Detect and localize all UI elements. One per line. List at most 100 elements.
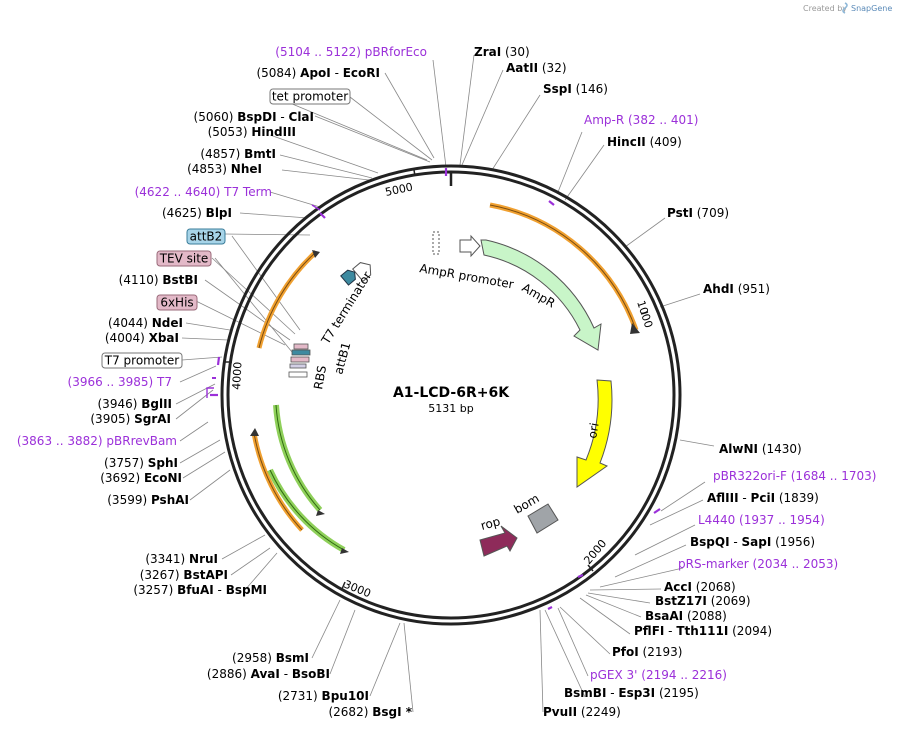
site-label-part: (5084) bbox=[256, 66, 300, 80]
site-label-part: BspDI bbox=[237, 110, 276, 124]
site-label-part: - bbox=[730, 535, 742, 549]
site-label-part: (1956) bbox=[771, 535, 815, 549]
site-label-part: pBRforEco bbox=[361, 45, 427, 59]
site-label-part: SspI bbox=[543, 82, 572, 96]
site-label-ndei: (4044) NdeI bbox=[108, 316, 183, 330]
site-label-part: (4110) bbox=[119, 273, 163, 287]
site-label-part: (4622 .. 4640) bbox=[135, 185, 221, 199]
site-label-part: PciI bbox=[751, 491, 776, 505]
site-label-pshai: (3599) PshAI bbox=[107, 493, 189, 507]
site-label-part: AlwNI bbox=[719, 442, 758, 456]
site-label-part: (2069) bbox=[707, 594, 751, 608]
site-label-econi: (3692) EcoNI bbox=[100, 471, 182, 485]
site-label-part: AccI bbox=[664, 580, 692, 594]
site-label-bglii: (3946) BglII bbox=[98, 397, 173, 411]
site-label-part: (2194 .. 2216) bbox=[637, 668, 727, 682]
primer-marks bbox=[210, 168, 661, 610]
site-label-alwni: AlwNI (1430) bbox=[719, 442, 802, 456]
site-label-part: - bbox=[277, 110, 289, 124]
tick-label-4000: 4000 bbox=[230, 362, 244, 391]
pbrrevbam-bracket bbox=[206, 387, 214, 398]
created-by-text: Created by bbox=[803, 4, 847, 13]
boxed-label-text: T7 promoter bbox=[104, 354, 180, 368]
site-label-part: (4857) bbox=[200, 147, 244, 161]
feature-label-ori: ori bbox=[585, 422, 601, 440]
site-label-part: PvuII bbox=[543, 705, 577, 719]
site-label-part: AflIII bbox=[707, 491, 739, 505]
site-label-bmti: (4857) BmtI bbox=[200, 147, 276, 161]
site-label-part: (382 .. 401) bbox=[624, 113, 698, 127]
t7term-bracket bbox=[311, 204, 321, 211]
site-label-part: (2034 .. 2053) bbox=[749, 557, 839, 571]
snapgene-logo-icon bbox=[842, 2, 848, 14]
site-label-part: (32) bbox=[538, 61, 566, 75]
site-label-part: (3599) bbox=[107, 493, 151, 507]
site-label-part: BsmI bbox=[276, 651, 309, 665]
ampr-feature bbox=[480, 239, 602, 351]
site-label-part: (2088) bbox=[683, 609, 727, 623]
site-label-part: HincII bbox=[607, 135, 646, 149]
boxed-label-text: TEV site bbox=[159, 252, 209, 266]
site-label-part: PfoI bbox=[612, 645, 639, 659]
attb2-feature bbox=[340, 269, 356, 286]
site-label-t7-primer: (3966 .. 3985) T7 bbox=[68, 375, 172, 389]
site-label-part: (2682) bbox=[328, 705, 372, 719]
site-label-part: (709) bbox=[693, 206, 729, 220]
site-label-part: Esp3I bbox=[618, 686, 655, 700]
site-label-bstapi: (3267) BstAPI bbox=[140, 568, 228, 582]
site-label-part: (1430) bbox=[758, 442, 802, 456]
site-label-part: ApoI bbox=[300, 66, 331, 80]
site-label-part: PstI bbox=[667, 206, 693, 220]
feature-label-rbs: RBS bbox=[311, 364, 329, 390]
site-label-blpi: (4625) BlpI bbox=[162, 206, 232, 220]
site-label-hincii: HincII (409) bbox=[607, 135, 682, 149]
site-label-bsgi: (2682) BsgI * bbox=[328, 705, 412, 719]
site-label-part: T7 Term bbox=[220, 185, 272, 199]
site-label-part: (3257) bbox=[133, 583, 177, 597]
site-label-part: (1839) bbox=[775, 491, 819, 505]
site-label-hindiii: (5053) HindIII bbox=[208, 125, 296, 139]
site-label-part: BsgI * bbox=[372, 705, 413, 719]
site-label-part: BsoBI bbox=[292, 667, 330, 681]
site-label-part: (30) bbox=[501, 45, 529, 59]
site-label-bpu10i: (2731) Bpu10I bbox=[278, 689, 369, 703]
site-label-pbrforeco: (5104 .. 5122) pBRforEco bbox=[275, 45, 427, 59]
site-label-part: BsmBI bbox=[564, 686, 606, 700]
site-label-part: EcoRI bbox=[343, 66, 380, 80]
site-label-part: BglII bbox=[141, 397, 172, 411]
boxed-label-tev-site: TEV site bbox=[156, 250, 212, 267]
left-site-labels: (5104 .. 5122) pBRforEco (5084) ApoI - Ec… bbox=[17, 45, 427, 719]
site-label-part: NheI bbox=[231, 162, 262, 176]
site-label-part: SgrAI bbox=[134, 412, 171, 426]
site-label-part: L4440 bbox=[698, 513, 735, 527]
site-label-part: BspQI bbox=[690, 535, 730, 549]
site-label-avai: (2886) AvaI - BsoBI bbox=[207, 667, 330, 681]
feature-label-attb1: attB1 bbox=[331, 341, 353, 376]
site-label-part: (2249) bbox=[577, 705, 621, 719]
site-label-part: Amp-R bbox=[584, 113, 624, 127]
site-label-part: - bbox=[739, 491, 751, 505]
site-label-part: (1684 .. 1703) bbox=[787, 469, 877, 483]
site-label-part: (3757) bbox=[104, 456, 148, 470]
site-label-nrui: (3341) NruI bbox=[145, 552, 218, 566]
site-label-part: BlpI bbox=[206, 206, 232, 220]
site-label-part: (5060) bbox=[194, 110, 238, 124]
site-label-part: NruI bbox=[189, 552, 218, 566]
site-label-bstz17i: BstZ17I (2069) bbox=[655, 594, 751, 608]
site-label-bsaai: BsaAI (2088) bbox=[645, 609, 727, 623]
site-label-bspdi: (5060) BspDI - ClaI bbox=[194, 110, 314, 124]
site-label-part: (5053) bbox=[208, 125, 252, 139]
site-label-aatii: AatII (32) bbox=[506, 61, 567, 75]
site-label-part: (2731) bbox=[278, 689, 322, 703]
site-label-part: pGEX 3' bbox=[590, 668, 637, 682]
site-label-part: (4044) bbox=[108, 316, 152, 330]
site-label-part: - bbox=[280, 667, 292, 681]
site-label-part: T7 bbox=[153, 375, 172, 389]
boxed-label-text: 6xHis bbox=[160, 296, 193, 310]
site-label-part: Tth111I bbox=[676, 624, 728, 638]
site-label-part: BstBI bbox=[162, 273, 198, 287]
site-label-part: pRS-marker bbox=[678, 557, 749, 571]
snapgene-brand: SnapGene bbox=[851, 4, 892, 13]
site-label-bsmi: (2958) BsmI bbox=[232, 651, 309, 665]
site-label-bsmbi: BsmBI - Esp3I (2195) bbox=[564, 686, 699, 700]
